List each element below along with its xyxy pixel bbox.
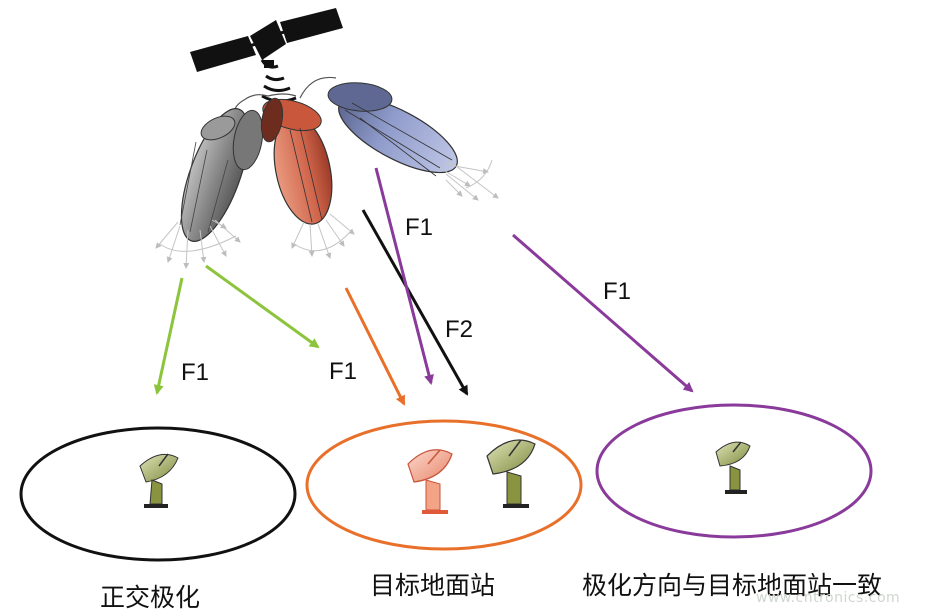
dish-antenna-icon [715, 441, 751, 494]
label-f1-purple-far: F1 [603, 278, 631, 305]
caption-polarization-aligned: 极化方向与目标地面站一致 [582, 571, 883, 600]
label-f1-green: F1 [181, 359, 209, 386]
coverage-zone-middle [305, 419, 583, 551]
green-arrow-left [153, 277, 184, 395]
dish-antenna-icon [139, 453, 179, 508]
green-arrow-right [205, 264, 320, 349]
label-f1-orange: F1 [329, 358, 357, 385]
coverage-zone-right [595, 403, 873, 539]
label-f1-purple: F1 [405, 214, 433, 241]
coverage-zone-left [19, 426, 297, 562]
label-f2-black: F2 [445, 316, 473, 343]
black-arrow [361, 209, 469, 396]
caption-orthogonal-polarization: 正交极化 [100, 583, 201, 612]
beam-spread-markers [155, 159, 499, 269]
red-beam-lobe [260, 93, 333, 225]
dish-antenna-icon [486, 439, 536, 508]
target-dish-antenna-icon [407, 449, 453, 514]
purple-arrow-middle [374, 167, 434, 385]
watermark: www.cntronics.com [756, 590, 901, 606]
caption-target-ground-station: 目标地面站 [370, 571, 496, 600]
satellite-icon [190, 8, 343, 103]
blue-beam-lobe [299, 76, 458, 177]
orange-arrow [344, 287, 406, 406]
purple-arrow-right [512, 233, 694, 393]
gray-beam-lobe [179, 94, 269, 242]
